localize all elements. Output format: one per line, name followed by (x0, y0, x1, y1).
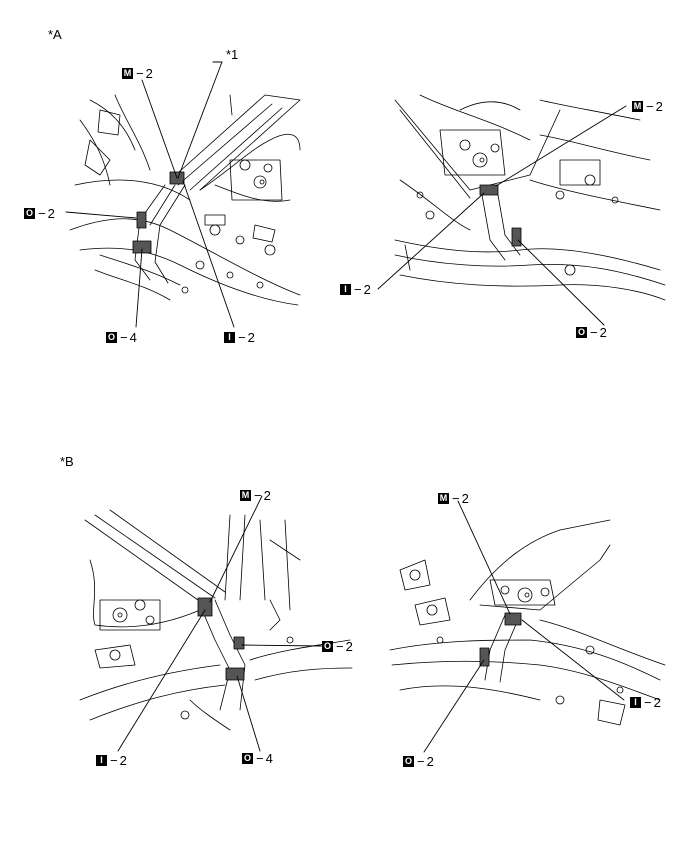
callout-qty: 2 (653, 695, 661, 710)
callout-b-right-m: M − 2 (438, 491, 469, 506)
callout-b-right-o: O − 2 (403, 754, 434, 769)
view-a-left-drawing (69, 94, 301, 306)
callout-qty: 2 (119, 753, 127, 768)
weld-symbol-o-icon: O (322, 641, 333, 652)
callout-qty: 4 (265, 751, 273, 766)
callout-qty: 2 (363, 282, 371, 297)
weld-symbol-i-icon: I (340, 284, 351, 295)
weld-symbol-m-icon: M (632, 101, 643, 112)
view-b-right-drawing (389, 519, 666, 726)
weld-symbol-o-icon: O (576, 327, 587, 338)
ref-label-1: *1 (226, 47, 239, 62)
callout-qty: 2 (345, 639, 353, 654)
callout-qty: 2 (145, 66, 153, 81)
view-a-label: *A (48, 27, 62, 42)
callout-b-left-o-right: O − 2 (322, 639, 353, 654)
view-b-left-drawing (79, 509, 353, 731)
callout-a-right-o: O − 2 (576, 325, 607, 340)
callout-qty: 2 (599, 325, 607, 340)
weld-symbol-i-icon: I (630, 697, 641, 708)
weld-symbol-m-icon: M (240, 490, 251, 501)
callout-qty: 2 (461, 491, 469, 506)
callout-qty: 2 (426, 754, 434, 769)
callout-qty: 2 (47, 206, 55, 221)
callout-b-left-o-bottom: O − 4 (242, 751, 273, 766)
callout-b-right-i: I − 2 (630, 696, 661, 709)
weld-symbol-m-icon: M (438, 493, 449, 504)
weld-symbol-o-icon: O (24, 208, 35, 219)
callout-a-left-o-bottom: O − 4 (106, 330, 137, 345)
callout-a-right-i: I − 2 (340, 283, 371, 296)
weld-symbol-o-icon: O (106, 332, 117, 343)
weld-symbol-i-icon: I (96, 755, 107, 766)
callout-a-left-o-left: O − 2 (24, 206, 55, 221)
callout-a-left-i: I − 2 (224, 331, 255, 344)
weld-symbol-i-icon: I (224, 332, 235, 343)
callout-qty: 2 (247, 330, 255, 345)
view-a-right-drawing (394, 94, 666, 301)
leader-lines (65, 61, 627, 753)
callout-a-right-m: M − 2 (632, 99, 663, 114)
callout-a-left-m: M − 2 (122, 66, 153, 81)
view-b-label: *B (60, 454, 74, 469)
weld-symbol-o-icon: O (242, 753, 253, 764)
callout-b-left-i: I − 2 (96, 754, 127, 767)
callout-qty: 4 (129, 330, 137, 345)
callout-qty: 2 (655, 99, 663, 114)
weld-symbol-o-icon: O (403, 756, 414, 767)
weld-symbol-m-icon: M (122, 68, 133, 79)
callout-qty: 2 (263, 488, 271, 503)
callout-b-left-m: M − 2 (240, 488, 271, 503)
